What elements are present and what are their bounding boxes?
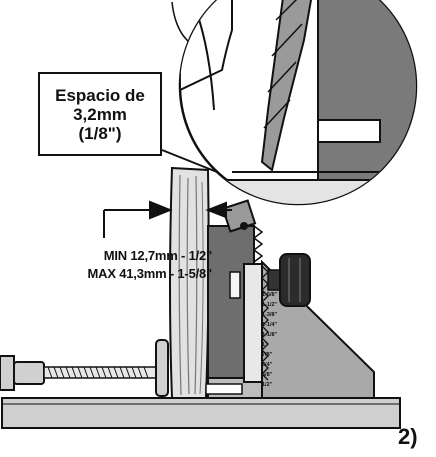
base-plate <box>1 397 401 429</box>
scale-tick: 7/8" <box>262 352 273 358</box>
scale-tick: 1-5/8" <box>262 292 278 298</box>
callout-line-2: 3,2mm <box>73 104 127 124</box>
scale-tick: 1-1/4" <box>262 322 278 328</box>
scale-tick: 1-1/2" <box>262 302 278 308</box>
wood-board <box>169 166 210 399</box>
gap-callout: Espacio de 3,2mm (1/8") <box>38 72 162 156</box>
clamp-screw <box>0 339 169 397</box>
step-number: 2) <box>398 424 418 449</box>
scale-tick: 1-3/8" <box>262 312 278 318</box>
magnified-view <box>178 0 418 206</box>
callout-line-1: Espacio de <box>55 85 145 105</box>
scale-tick: 1-1/8" <box>262 332 278 338</box>
min-thickness-label: MIN 12,7mm - 1/2" <box>103 248 212 263</box>
scale-tick: 3/4" <box>262 362 273 368</box>
scale-tick: 5/8" <box>262 372 273 378</box>
depth-scale: 1-5/8" 1-1/2" 1-3/8" 1-1/4" 1-1/8" 1" 7/… <box>262 292 278 388</box>
scale-tick: 1" <box>262 342 268 348</box>
dimension-arrow <box>103 200 232 238</box>
callout-line-3: (1/8") <box>78 123 122 143</box>
scale-tick: 1/2" <box>262 382 273 388</box>
jig-body <box>205 199 375 399</box>
max-thickness-label: MAX 41,3mm - 1-5/8" <box>87 266 213 281</box>
